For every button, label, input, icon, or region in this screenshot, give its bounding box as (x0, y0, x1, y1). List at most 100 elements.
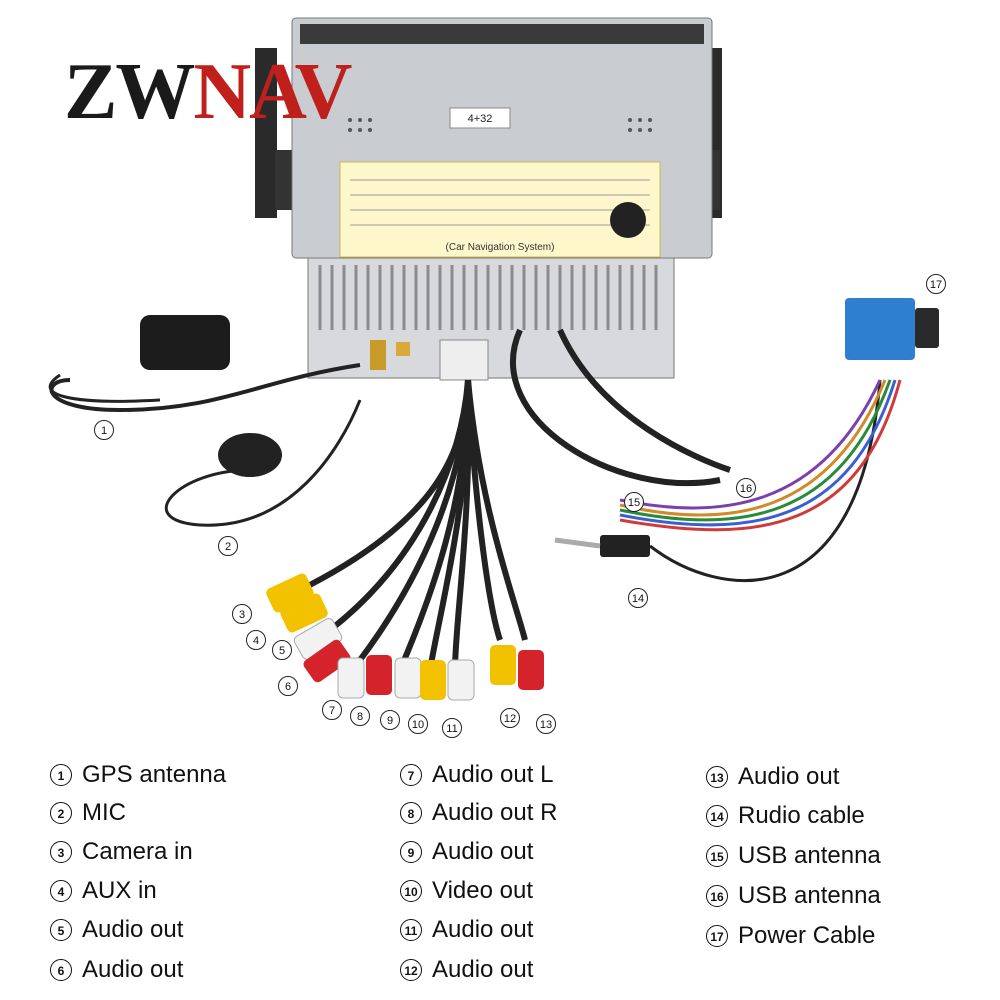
gps-cable-coil (48, 373, 161, 403)
sticker-title: (Car Navigation System) (446, 242, 555, 253)
logo-part-red: NAV (193, 48, 352, 136)
power-wires (619, 379, 902, 532)
callout-1: 1 (94, 420, 114, 440)
rca-white-3 (394, 657, 422, 699)
legend-number: 6 (50, 959, 72, 981)
legend-item-6: 6 Audio out (50, 955, 183, 985)
sticker-lines (350, 179, 650, 226)
rca-yellow-2 (280, 593, 328, 633)
rca-red-1 (303, 639, 351, 683)
power-connector-side (915, 308, 939, 348)
legend-number: 16 (706, 885, 728, 907)
legend-text: AUX in (82, 877, 157, 904)
legend-item-15: 15 USB antenna (706, 841, 881, 871)
legend-number: 2 (50, 802, 72, 824)
legend-item-4: 4 AUX in (50, 876, 157, 906)
legend-number: 12 (400, 959, 422, 981)
usb-cable-1 (510, 328, 721, 487)
harness-bundle (298, 379, 528, 672)
rca-red-2 (366, 655, 392, 695)
rca-yellow-1 (266, 573, 314, 613)
pcb-edge (300, 24, 704, 44)
brand-logo: ZWNAV (64, 52, 352, 132)
legend-item-3: 3 Camera in (50, 837, 193, 867)
callout-4: 4 (246, 630, 266, 650)
gps-port (370, 340, 386, 370)
legend-text: MIC (82, 799, 126, 826)
legend-number: 1 (50, 764, 72, 786)
logo-part-dark: ZW (64, 48, 195, 136)
left-bracket (255, 48, 277, 218)
legend-number: 17 (706, 925, 728, 947)
gps-antenna (140, 315, 230, 370)
radio-antenna-plug (600, 535, 650, 557)
legend-number: 3 (50, 841, 72, 863)
product-photo: 4+32 (Car Navigation System) (48, 17, 946, 738)
legend-text: Camera in (82, 838, 193, 865)
legend-text: Audio out (432, 916, 534, 943)
legend-number: 4 (50, 880, 72, 902)
callout-6: 6 (278, 676, 298, 696)
callout-15: 15 (624, 492, 644, 512)
legend-number: 15 (706, 845, 728, 867)
gps-cable (49, 363, 361, 413)
callout-8: 8 (350, 706, 370, 726)
legend-text: Audio out L (432, 761, 554, 788)
vent-holes (348, 118, 652, 132)
legend-text: Audio out (432, 838, 534, 865)
callout-3: 3 (232, 604, 252, 624)
callout-13: 13 (536, 714, 556, 734)
callout-5: 5 (272, 640, 292, 660)
usb-cable-2 (557, 328, 731, 473)
aux-port (396, 342, 410, 356)
legend-text: Power Cable (738, 922, 876, 949)
callout-10: 10 (408, 714, 428, 734)
legend-item-11: 11 Audio out (400, 915, 533, 945)
legend-text: USB antenna (738, 882, 881, 909)
fcc-badge (610, 202, 646, 238)
legend-number: 10 (400, 880, 422, 902)
chip-label: 4+32 (468, 113, 493, 125)
legend-number: 9 (400, 841, 422, 863)
rca-plugs (266, 573, 544, 701)
callout-12: 12 (500, 708, 520, 728)
main-connector (439, 339, 489, 381)
chip-label-box (449, 107, 511, 129)
mic-cable (164, 399, 362, 527)
legend-text: Audio out (82, 916, 184, 943)
rca-white-2 (337, 657, 365, 699)
radio-antenna-cable (649, 379, 882, 583)
legend-item-12: 12 Audio out (400, 955, 533, 985)
callout-2: 2 (218, 536, 238, 556)
legend-item-17: 17 Power Cable (706, 921, 875, 951)
callout-14: 14 (628, 588, 648, 608)
legend-text: Audio out (738, 763, 840, 790)
callout-9: 9 (380, 710, 400, 730)
callout-7: 7 (322, 700, 342, 720)
legend-item-13: 13 Audio out (706, 762, 839, 792)
legend-item-9: 9 Audio out (400, 837, 533, 867)
callout-11: 11 (442, 718, 462, 738)
legend-text: Audio out R (432, 799, 558, 826)
legend-item-8: 8 Audio out R (400, 798, 557, 828)
legend-number: 13 (706, 766, 728, 788)
legend-item-10: 10 Video out (400, 876, 533, 906)
legend-text: Audio out (432, 956, 534, 983)
legend-number: 5 (50, 919, 72, 941)
rca-white-4 (447, 659, 475, 701)
legend-text: Video out (432, 877, 533, 904)
legend-number: 8 (400, 802, 422, 824)
rca-yellow-3 (420, 660, 446, 700)
mic (218, 433, 282, 477)
legend-number: 11 (400, 919, 422, 941)
legend-text: USB antenna (738, 842, 881, 869)
legend-number: 14 (706, 805, 728, 827)
radio-antenna-pin (554, 537, 601, 549)
callout-17: 17 (926, 274, 946, 294)
legend-text: Audio out (82, 956, 184, 983)
heat-sink-fins (318, 265, 658, 330)
